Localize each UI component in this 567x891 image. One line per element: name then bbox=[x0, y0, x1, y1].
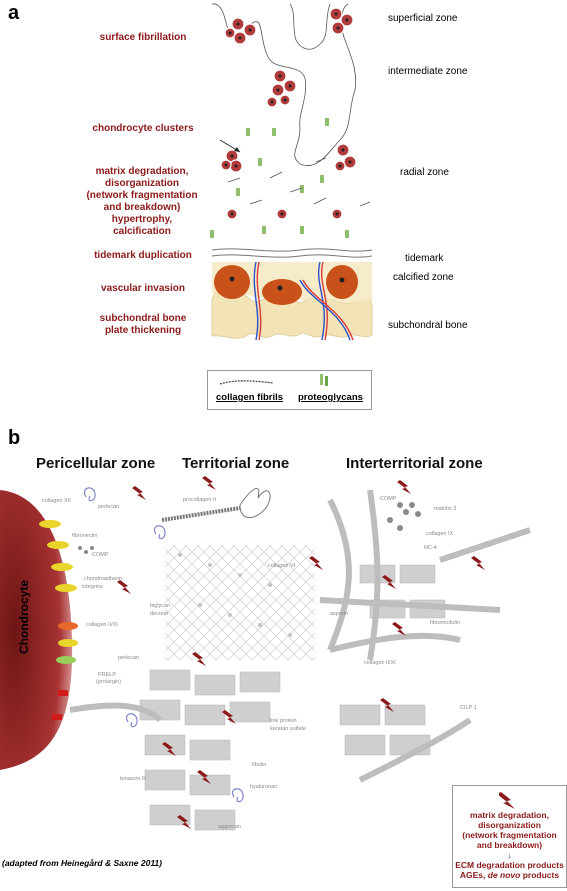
collagen-vi-network bbox=[165, 545, 315, 660]
legend-b-ages-prefix: AGEs, bbox=[459, 870, 488, 880]
matrix-line-2: disorganization bbox=[105, 178, 179, 189]
proteoglycan-icon bbox=[320, 374, 328, 386]
comp-matrilin-blobs bbox=[78, 502, 421, 554]
legend-b-line-4: and breakdown) bbox=[476, 840, 543, 850]
title-territorial: Territorial zone bbox=[182, 455, 290, 472]
mol-perlecan-2: perlecan bbox=[118, 655, 140, 661]
zone-superficial: superficial zone bbox=[388, 13, 458, 24]
mol-keratan-sulfate: keratan sulfate bbox=[270, 726, 307, 732]
collagen-vi-nodes bbox=[178, 553, 292, 637]
zone-intermediate: intermediate zone bbox=[388, 66, 468, 77]
zone-tidemark: tidemark bbox=[405, 253, 444, 264]
chondrocyte-cell bbox=[0, 490, 73, 770]
mol-hyaluronan: hyaluronan bbox=[250, 784, 278, 790]
subchondral-line-1: subchondral bone bbox=[99, 313, 187, 324]
procollagen-structure bbox=[161, 487, 271, 522]
legend-collagen-label: collagen fibrils bbox=[216, 392, 284, 403]
mol-collagen-xii: collagen XII bbox=[42, 498, 71, 504]
mol-biglycan: biglycan bbox=[150, 603, 171, 609]
panel-b-legend: matrix degradation, disorganization (net… bbox=[452, 785, 567, 888]
mol-nc4: NC-4 bbox=[424, 545, 437, 551]
mol-tenascin: tenascin R bbox=[120, 776, 146, 782]
blood-vessels bbox=[253, 261, 354, 341]
title-interterritorial: Interterritorial zone bbox=[346, 455, 483, 472]
legend-b-ages: AGEs, de novo products bbox=[453, 870, 566, 880]
mol-procollagen: procollagen II bbox=[183, 497, 217, 503]
label-subchondral-thickening: subchondral bone plate thickening bbox=[88, 313, 198, 337]
mol-prolargin: (prolargin) bbox=[96, 679, 122, 685]
proteoglycan-marks bbox=[210, 118, 349, 238]
mol-fibromodulin: fibromodulin bbox=[430, 620, 460, 626]
legend-b-arrow: ↓ bbox=[507, 850, 512, 860]
chondrocyte-label-box: Chondrocyte bbox=[2, 540, 42, 700]
mol-chondroadherin: chondroadherin bbox=[84, 576, 123, 582]
subchondral-bone-shape bbox=[211, 285, 373, 339]
legend-b-ages-suffix: products bbox=[520, 870, 560, 880]
legend-b-line-1: matrix degradation, bbox=[470, 810, 549, 820]
mol-collagen-ii-xi-2: collagen II/XI bbox=[364, 660, 396, 666]
panel-a-legend: collagen fibrils proteoglycans bbox=[207, 370, 372, 410]
mol-cilp: CILP-1 bbox=[460, 705, 478, 711]
label-vascular-invasion: vascular invasion bbox=[101, 283, 185, 294]
coil-molecules bbox=[84, 487, 244, 803]
mol-comp-2: COMP bbox=[380, 496, 397, 502]
matrix-line-5: hypertrophy, calcification bbox=[111, 214, 173, 237]
mol-integrins: integrins bbox=[82, 584, 103, 590]
zone-subchondral: subchondral bone bbox=[388, 320, 468, 331]
chondrocyte-clusters bbox=[220, 7, 357, 220]
bolt-icon bbox=[499, 792, 515, 809]
label-tidemark-duplication: tidemark duplication bbox=[94, 250, 192, 261]
mol-collagen-vi: collagen VI bbox=[268, 563, 296, 569]
interterritorial-fibrils bbox=[69, 489, 531, 783]
matrix-line-1: matrix degradation, bbox=[95, 166, 189, 177]
label-chondrocyte-clusters: chondrocyte clusters bbox=[92, 123, 194, 134]
mol-matrilin: matrilin 3 bbox=[434, 506, 457, 512]
degradation-bolts bbox=[117, 476, 485, 829]
panel-b-letter: b bbox=[8, 427, 21, 449]
mol-perlecan-1: perlecan bbox=[98, 504, 120, 510]
mol-prelp: PRELP bbox=[98, 672, 117, 678]
panel-a-letter: a bbox=[8, 2, 20, 24]
zone-radial: radial zone bbox=[400, 167, 449, 178]
legend-b-line-3: (network fragmentation bbox=[462, 830, 557, 840]
label-surface-fibrillation: surface fibrillation bbox=[99, 32, 187, 43]
credit-text: (adapted from Heinegård & Saxne 2011) bbox=[2, 858, 162, 868]
zone-calcified: calcified zone bbox=[393, 272, 454, 283]
matrix-line-3: (network fragmentation bbox=[86, 190, 198, 201]
mol-fibronectin: fibronectin bbox=[72, 533, 98, 539]
legend-b-line-2: disorganization bbox=[478, 820, 541, 830]
subchondral-line-2: plate thickening bbox=[104, 325, 182, 336]
tidemark-line-1 bbox=[211, 248, 373, 252]
mol-comp-1: COMP bbox=[92, 552, 109, 558]
mol-fibulin: fibulin bbox=[252, 762, 267, 768]
mol-collagen-ii-xi-1: collagen II/XI bbox=[86, 622, 118, 628]
mol-collagen-ix: collagen IX bbox=[426, 531, 454, 537]
mol-aggrecan: aggrecan bbox=[218, 824, 241, 830]
legend-b-ages-italic: de novo bbox=[487, 870, 521, 880]
mol-link-protein: link protein bbox=[270, 718, 297, 724]
tidemark-line-2 bbox=[211, 254, 373, 258]
collagen-fibril-icon bbox=[219, 380, 274, 385]
label-matrix-degradation: matrix degradation, disorganization (net… bbox=[82, 166, 202, 238]
calcified-chondrocytes bbox=[214, 265, 358, 305]
legend-proteoglycans-label: proteoglycans bbox=[298, 392, 363, 403]
legend-b-lines: matrix degradation, disorganization (net… bbox=[453, 810, 566, 880]
mol-decorin: decorin bbox=[150, 611, 169, 617]
collagen-fibril-marks bbox=[227, 157, 371, 207]
legend-b-products: ECM degradation products bbox=[455, 860, 564, 870]
matrix-line-4: and breakdown) bbox=[103, 202, 181, 213]
membrane-receptors bbox=[39, 520, 78, 720]
mol-asporin: asporin bbox=[330, 611, 349, 617]
aggrecan-clusters bbox=[139, 564, 446, 831]
chondrocyte-label: Chondrocyte bbox=[17, 580, 31, 655]
title-pericellular: Pericellular zone bbox=[36, 455, 156, 472]
